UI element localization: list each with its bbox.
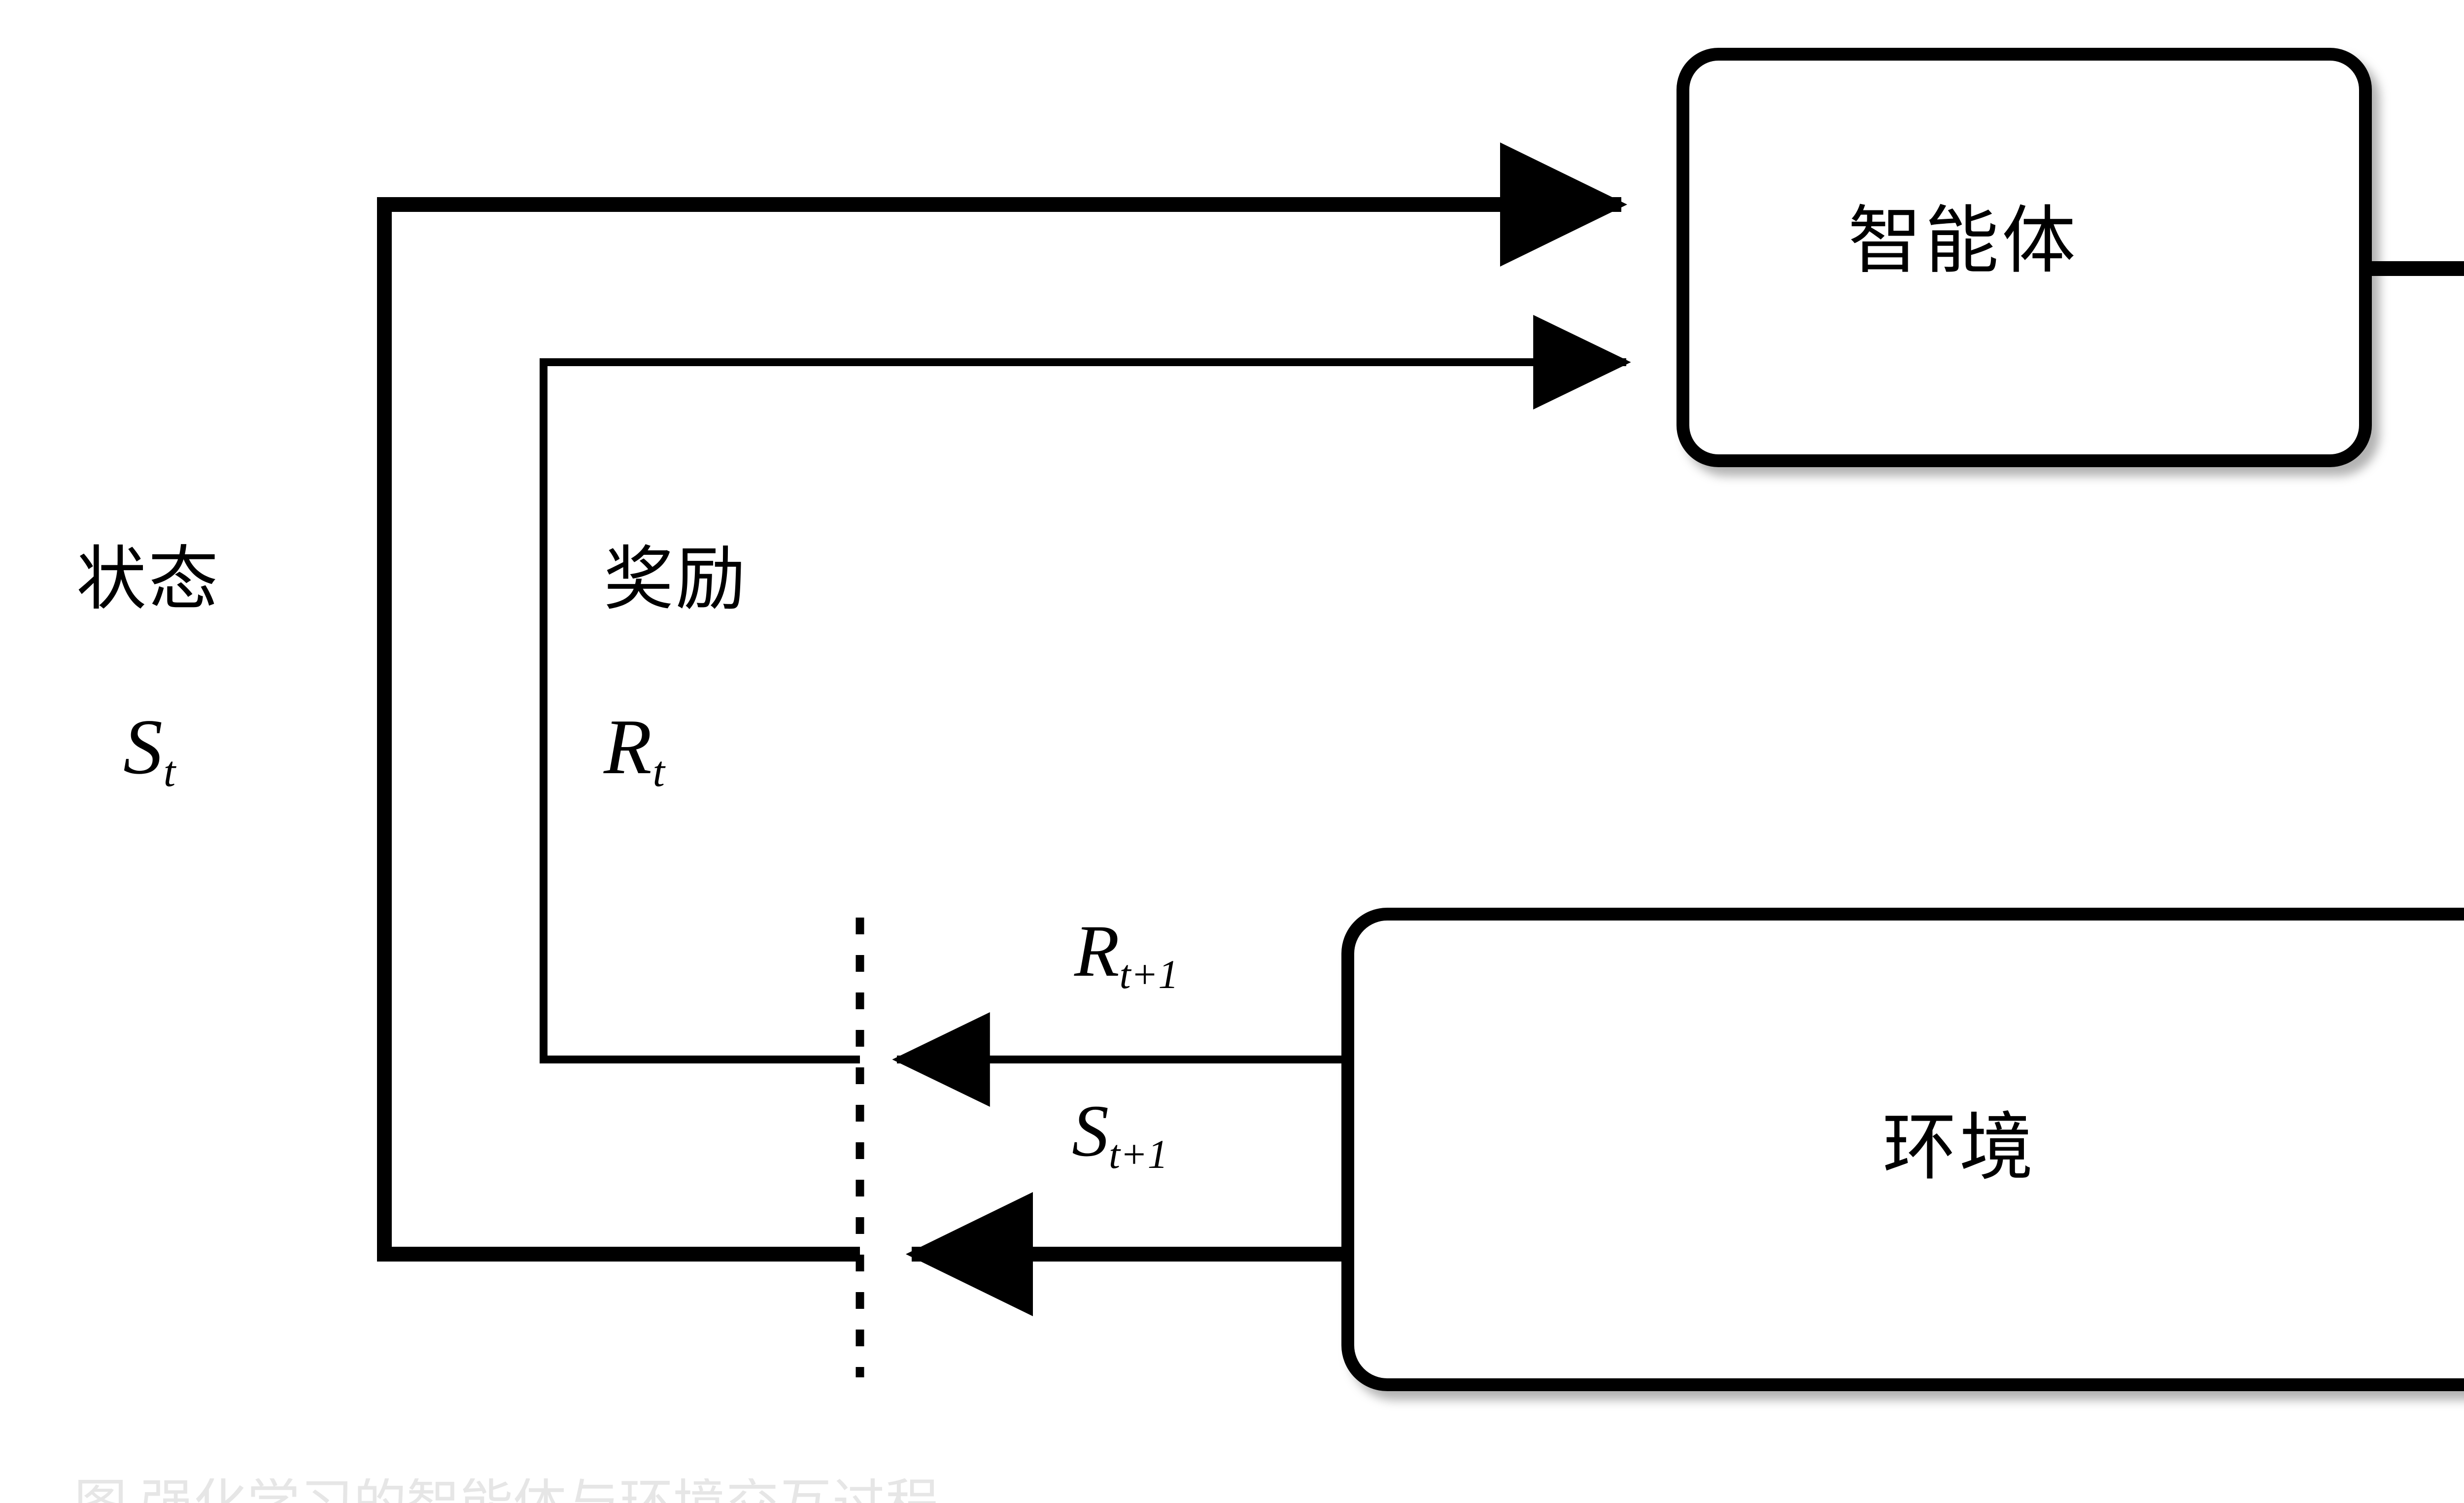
state-label-symbol: St [123,707,175,794]
environment-box[interactable] [1341,908,2464,1391]
state-next-base: S [1072,1090,1109,1172]
reward-next-label: Rt+1 [1074,914,1178,994]
reward-symbol-base: R [604,703,652,790]
agent-box-label: 智能体 [1848,201,2079,282]
reward-next-base: R [1074,910,1120,992]
reward-label-word: 奖励 [604,541,748,618]
reward-label-symbol: Rt [604,707,665,794]
state-symbol-subscript: t [163,748,176,796]
environment-box-label: 环境 [1882,1107,2037,1189]
reward-symbol-subscript: t [652,748,665,796]
reward-next-subscript: t+1 [1119,951,1179,997]
reward-feedback-path [540,315,1631,1063]
state-symbol-base: S [123,703,163,790]
agent-box[interactable] [1677,48,2372,467]
figure-caption: 图 强化学习的智能体与环境交互过程 [74,1478,1749,1503]
state-label-word: 状态 [76,541,220,618]
state-next-subscript: t+1 [1109,1131,1168,1177]
state-next-label: St+1 [1072,1094,1168,1174]
state-feedback-path [377,142,1628,1262]
